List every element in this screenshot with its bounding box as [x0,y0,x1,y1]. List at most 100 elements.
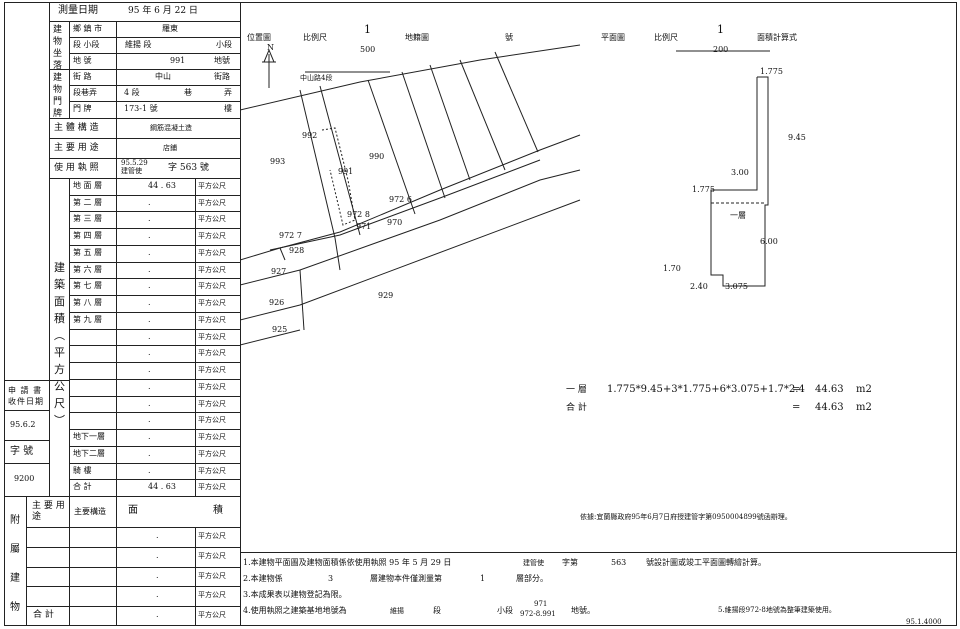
note-2b: 3 [328,574,334,583]
land-no-value: 991 [170,56,186,65]
application-date-value: 95.6.2 [10,420,36,429]
note-1c: 字第 [562,558,578,567]
parcel-label: 929 [378,291,394,300]
annex-unit: 平方公尺 [198,571,226,580]
parcel-label: 993 [270,157,286,166]
annex-use-label: 主 要 用 途 [32,501,65,522]
basis-note: 依據:宜蘭縣政府95年6月7日府授建管字第0950004899號函辦理。 [580,513,792,521]
floor-unit: 平方公尺 [198,332,226,341]
floor-name: 地下二層 [73,448,105,458]
parcel-map-label: 地籍圖 [405,33,429,42]
floor-unit: 平方公尺 [198,248,226,257]
floor-name: 第 六 層 [73,264,103,274]
plan-dimension-label: 1.775 [692,185,715,194]
north-label: N [267,43,274,52]
calc-row2-label: 合 計 [566,403,587,413]
floor-unit: 平方公尺 [198,215,226,224]
floor-name: 第 九 層 [73,314,103,324]
floor-value: . [148,264,151,274]
plan-dimension-label: 9.45 [788,133,806,142]
number-value: 173-1 號 [124,104,158,113]
survey-date-value: 95 年 6 月 22 日 [128,6,198,16]
floor-unit: 平方公尺 [198,232,226,241]
plan-dimension-label: 2.40 [690,282,708,291]
note-1b: 建管使 [523,559,544,567]
floor-unit: 平方公尺 [198,349,226,358]
parcel-label: 928 [289,246,305,255]
calc-row2-value: 44.63 [815,402,844,413]
plan-dimension-label: 3.075 [725,282,748,291]
floor-unit: 平方公尺 [198,198,226,207]
note-2a: 2.本建物係 [243,574,283,583]
note-4c: 段 [433,606,441,615]
parcel-label: 972 6 [389,195,412,204]
location-scale-label: 比例尺 [303,33,327,42]
street-suffix: 街路 [214,72,230,81]
floor-plan-scale-den: 200 [713,45,729,54]
floor-name: 合 計 [73,482,92,492]
permit-prefix-top: 95.5.29 [121,159,148,167]
floor-name: 第 五 層 [73,247,103,257]
floor-value: 44 . 63 [148,181,176,190]
area-label-char: 築 [54,278,65,291]
floor-unit: 平方公尺 [198,483,226,492]
note-2d: 1 [480,574,486,583]
note-4d: 小段 [497,606,513,615]
floor-plan-drawing [676,50,770,287]
floor-name: 地下一層 [73,432,105,442]
lane-suffix1: 巷 [184,88,192,97]
building-outline [710,76,769,287]
annex-value: . [156,610,159,620]
calc-row1-value: 44.63 [815,384,844,395]
area-calc-label: 面積計算式 [757,33,797,42]
street-label: 街 路 [73,72,92,81]
note-5: 5.維揚段972-8地號為整筆建築使用。 [718,606,836,614]
floor-value: . [148,214,151,224]
location-scale-den: 500 [360,45,376,54]
annex-unit: 平方公尺 [198,591,226,600]
survey-date-label: 測量日期 [58,5,98,16]
floor-name: 第 四 層 [73,231,103,241]
area-label-char: ︵ [54,329,65,342]
parcel-label: 971 [356,222,372,231]
annex-area-label2: 積 [213,505,223,516]
note-4b: 維揚 [390,607,404,615]
floor-unit: 平方公尺 [198,416,226,425]
note-4e-bottom: 972-8.991 [520,610,556,618]
note-4a: 4.使用執照之建築基地地號為 [243,606,347,615]
permit-label: 使 用 執 照 [54,163,99,173]
floor-unit: 平方公尺 [198,399,226,408]
floor-value: . [148,197,151,207]
char-no-value: 9200 [14,474,35,483]
annex-unit: 平方公尺 [198,532,226,540]
township-value: 羅東 [162,24,178,33]
main-use-label: 主 要 用 途 [54,143,99,153]
floor-name: 第 八 層 [73,298,103,308]
floor-value: . [148,398,151,408]
floor-unit: 平方公尺 [198,449,226,458]
area-label-char: 平 [54,346,65,359]
application-date-label: 申 請 書 收件日期 [8,386,44,406]
calc-row2-eq: = [792,402,801,413]
floor-value: . [148,365,151,375]
annex-value: . [156,550,159,560]
plan-dimension-label: 1.70 [663,264,681,273]
floor-value: . [148,415,151,425]
street-value: 中山 [155,72,171,81]
floor-name: 第 二 層 [73,197,103,207]
location-map [240,44,581,346]
location-map-title: 位置圖 [247,33,271,42]
area-label-char: 積 [54,312,65,325]
road-label: 中山路4段 [300,74,333,82]
annex-area-label: 面 [128,505,138,516]
floor-value: . [148,231,151,241]
calc-row1-eq: = [792,384,801,395]
floor-unit: 平方公尺 [198,299,226,308]
area-label-char: 公 [54,380,65,393]
area-label-char: 面 [54,295,65,308]
char-no-label: 字 號 [10,446,34,457]
main-use-value: 店鋪 [163,144,177,152]
subsection-suffix: 小段 [216,40,232,49]
parcel-number-label: 號 [505,33,513,42]
building-location-label: 建物坐落 [53,25,63,71]
